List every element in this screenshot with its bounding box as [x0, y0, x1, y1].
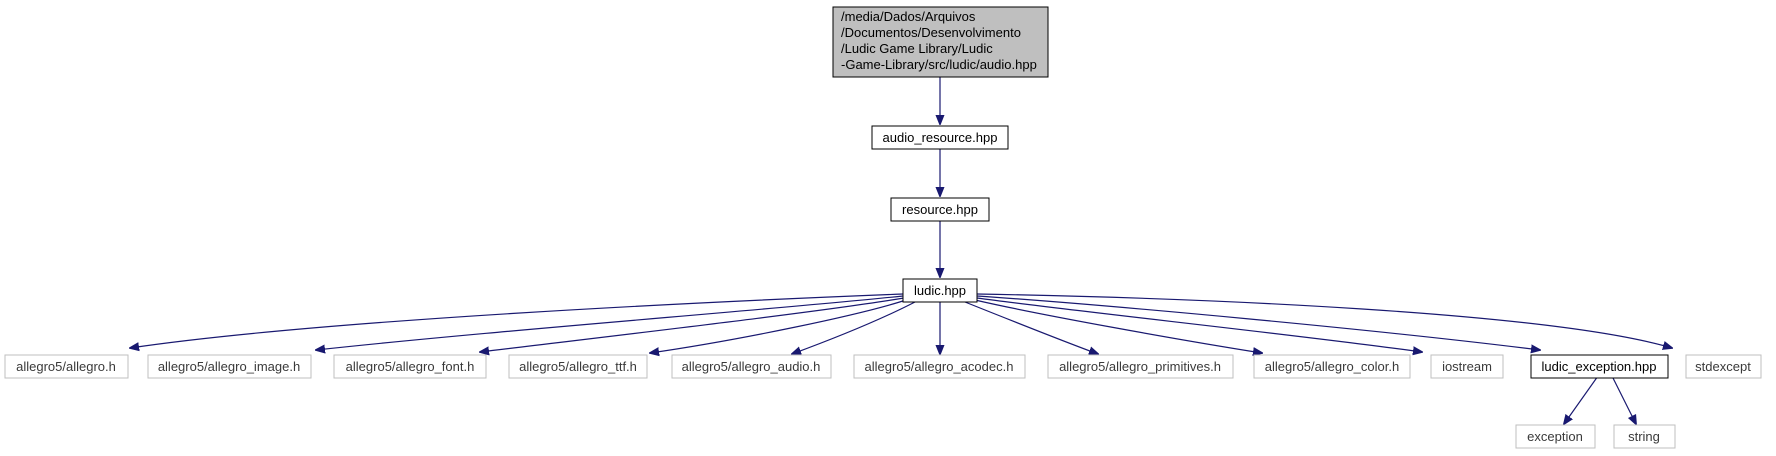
node-stdexcept: stdexcept [1685, 354, 1762, 379]
edge-ludic-to-ludic-exception [976, 295, 1540, 350]
node-label: allegro5/allegro_image.h [158, 359, 300, 374]
node-label: allegro5/allegro_acodec.h [865, 359, 1014, 374]
node-label: resource.hpp [902, 202, 978, 217]
node-label: iostream [1442, 359, 1492, 374]
node-allegro-color-h: allegro5/allegro_color.h [1253, 354, 1411, 379]
node-audio-resource-hpp[interactable]: audio_resource.hpp [871, 125, 1009, 150]
edge-ludic-to-iostream [976, 297, 1422, 352]
node-allegro-primitives-h: allegro5/allegro_primitives.h [1047, 354, 1234, 379]
node-label: ludic.hpp [914, 283, 966, 298]
node-label: stdexcept [1695, 359, 1751, 374]
node-label: allegro5/allegro_primitives.h [1059, 359, 1221, 374]
edge-ludic-to-allegro-image [316, 295, 904, 350]
node-resource-hpp[interactable]: resource.hpp [890, 197, 990, 222]
node-allegro-image-h: allegro5/allegro_image.h [147, 354, 312, 379]
edge-ludic-to-allegro-font [480, 297, 905, 352]
node-allegro-font-h: allegro5/allegro_font.h [333, 354, 487, 379]
edge-ludic-to-allegro-ttf [650, 299, 907, 353]
node-iostream: iostream [1430, 354, 1504, 379]
node-ludic-hpp[interactable]: ludic.hpp [902, 278, 978, 303]
edge-ludic-exception-to-exception [1564, 375, 1599, 424]
node-label: string [1628, 429, 1660, 444]
dependency-edges [130, 77, 1672, 424]
node-label: allegro5/allegro_audio.h [682, 359, 821, 374]
node-string: string [1613, 424, 1676, 449]
node-ludic-exception-hpp[interactable]: ludic_exception.hpp [1530, 354, 1669, 379]
root-line-1: /media/Dados/Arquivos [841, 9, 976, 24]
edge-ludic-to-allegro-primitives [964, 301, 1098, 354]
edge-ludic-to-allegro [130, 293, 904, 348]
node-label: allegro5/allegro_ttf.h [519, 359, 637, 374]
node-allegro-ttf-h: allegro5/allegro_ttf.h [508, 354, 648, 379]
edge-ludic-exception-to-string [1611, 375, 1636, 424]
node-allegro-acodec-h: allegro5/allegro_acodec.h [853, 354, 1026, 379]
node-label: allegro5/allegro.h [16, 359, 116, 374]
node-label: allegro5/allegro_color.h [1265, 359, 1399, 374]
root-node-audio-hpp[interactable]: /media/Dados/Arquivos /Documentos/Desenv… [832, 6, 1049, 78]
node-label: allegro5/allegro_font.h [346, 359, 475, 374]
root-line-2: /Documentos/Desenvolvimento [841, 25, 1021, 40]
root-line-3: /Ludic Game Library/Ludic [841, 41, 993, 56]
node-allegro-audio-h: allegro5/allegro_audio.h [671, 354, 832, 379]
edge-ludic-to-allegro-color [974, 299, 1262, 353]
root-line-4: -Game-Library/src/ludic/audio.hpp [841, 57, 1037, 72]
node-label: audio_resource.hpp [883, 130, 998, 145]
node-label: exception [1527, 429, 1583, 444]
node-label: ludic_exception.hpp [1542, 359, 1657, 374]
node-exception: exception [1515, 424, 1596, 449]
node-allegro-h: allegro5/allegro.h [4, 354, 129, 379]
edge-ludic-to-stdexcept [976, 293, 1672, 348]
edge-ludic-to-allegro-audio [792, 301, 916, 354]
